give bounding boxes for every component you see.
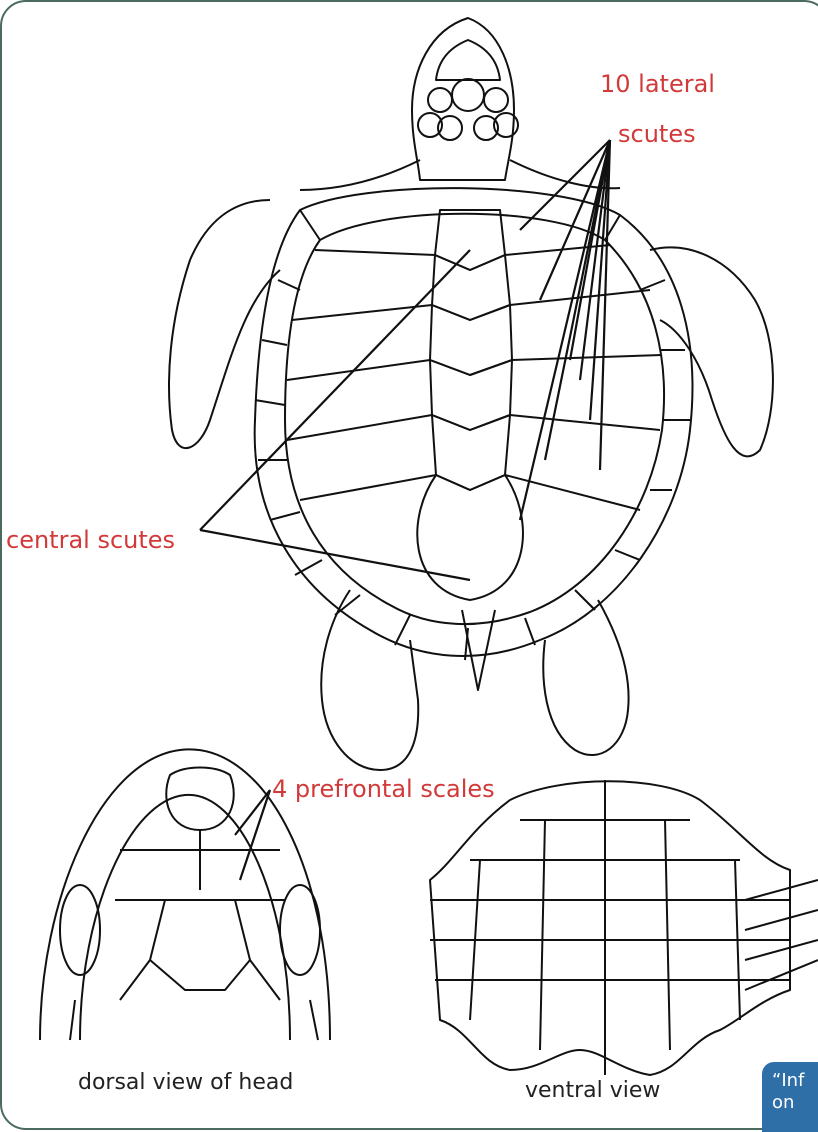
label-prefrontal-scales: 4 prefrontal scales	[272, 775, 495, 803]
label-scutes: scutes	[618, 120, 696, 148]
caption-dorsal-head: dorsal view of head	[78, 1070, 293, 1096]
label-central-scutes: central scutes	[6, 526, 175, 554]
turtle-head	[300, 18, 620, 190]
ventral-view-drawing	[430, 780, 818, 1075]
caption-ventral-view: ventral view	[525, 1078, 660, 1104]
label-10-lateral: 10 lateral	[600, 70, 715, 98]
turtle-carapace	[255, 188, 693, 660]
info-note-line1: “Inf	[772, 1070, 818, 1092]
info-note[interactable]: “Inf on	[762, 1062, 818, 1132]
